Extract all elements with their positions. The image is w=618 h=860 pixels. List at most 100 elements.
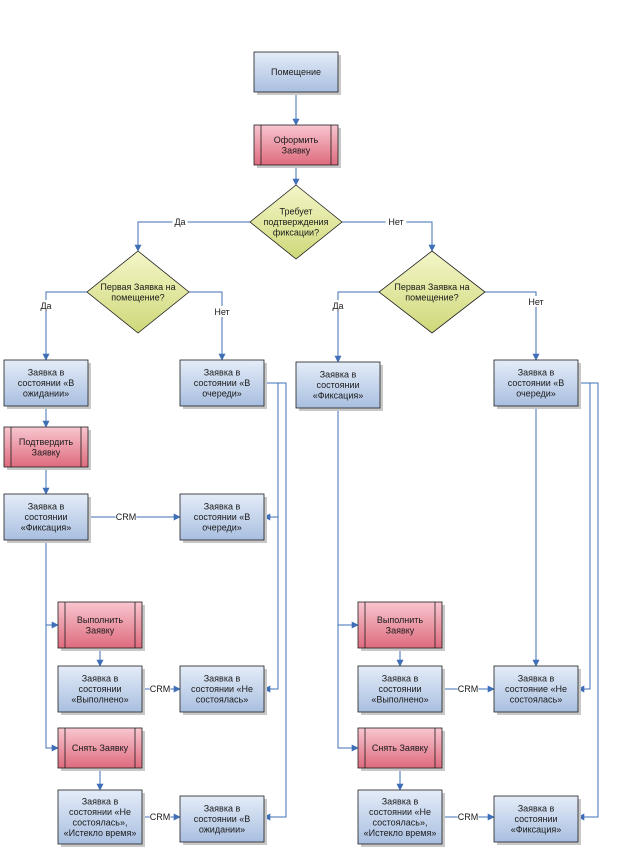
node-cancel-l[interactable]: Снять Заявку [57,727,145,771]
node-label: Заявка в [518,674,555,684]
node-label: Заявку [386,625,415,635]
connector-arrow [263,382,287,821]
node-label: Снять Заявку [372,743,429,753]
node-label: Заявку [86,625,115,635]
node-label: «Истекло время» [64,828,137,838]
process-box [57,601,143,649]
node-label: Выполнить [77,615,124,625]
edge-label-crm-5: CRM [458,812,479,822]
node-label: состоянии «Не [369,807,431,817]
state-box [179,493,265,541]
state-box [57,789,143,845]
edge-label-bg [149,683,171,694]
node-label: состояние «Не [505,684,567,694]
edge-label-bg [115,511,137,522]
node-label: помещение? [111,292,164,302]
node-label: Заявка в [320,370,357,380]
decision-diamond [86,250,190,334]
node-premises[interactable]: Помещение [253,51,341,95]
node-label: состоянии «В [508,378,565,388]
node-label: «Фиксация» [511,825,561,835]
connector-arrow [134,221,250,252]
edge-label-crm-3: CRM [150,812,171,822]
state-box [57,665,143,713]
state-box [357,789,443,845]
node-label: состоялась» [196,695,248,705]
node-label: ожидании» [199,825,245,835]
state-box [295,361,381,409]
edge-label-crm-1: CRM [116,512,137,522]
node-label: Заявка в [382,796,419,806]
process-box [357,727,443,769]
connector-arrow [577,382,599,821]
node-label: Заявка в [204,804,241,814]
node-label: состоянии «В [194,512,251,522]
node-label: состоянии «В [194,814,251,824]
node-label: очереди» [516,389,556,399]
node-label: Подтвердить [19,437,74,447]
node-label: состоялась», [73,817,128,827]
edge-label-bg [385,216,407,227]
node-label: Заявка в [82,674,119,684]
node-label: состоянии «В [194,378,251,388]
node-label: Оформить [274,135,319,145]
node-label: Снять Заявку [72,743,129,753]
connector-arrow [485,291,540,361]
node-label: «Истекло время» [364,828,437,838]
edge-label-bg [330,300,346,311]
connector-arrow [337,408,359,752]
node-label: Заявка в [204,368,241,378]
process-box [253,124,339,166]
node-label: Заявку [282,145,311,155]
state-box [179,665,265,713]
node-cancel-r[interactable]: Снять Заявку [357,727,445,771]
connector-arrow [45,540,59,752]
edge-label-bg [149,811,171,822]
node-label: «Фиксация» [313,391,363,401]
node-label: Заявка в [518,368,555,378]
connector-arrow [334,291,379,363]
decision-diamond [249,184,343,260]
process-box [357,601,443,649]
process-box [57,727,143,769]
edge-label-crm-4: CRM [458,684,479,694]
edge-label-bg [457,811,479,822]
edge-label-bg [211,306,233,317]
node-label: Заявка в [518,804,555,814]
node-label: Первая Заявка на [394,282,469,292]
edge-label-bg [172,216,188,227]
node-label: очереди» [202,389,242,399]
edge-label-no-right: Нет [528,297,543,307]
node-label: состоянии [78,684,121,694]
node-label: состоянии «В [18,378,75,388]
node-label: состоянии «Не [191,684,253,694]
node-label: состоянии [24,512,67,522]
node-label: Заявка в [28,502,65,512]
node-label: Заявка в [28,368,65,378]
state-box [493,359,579,407]
node-label: состоялась» [510,695,562,705]
